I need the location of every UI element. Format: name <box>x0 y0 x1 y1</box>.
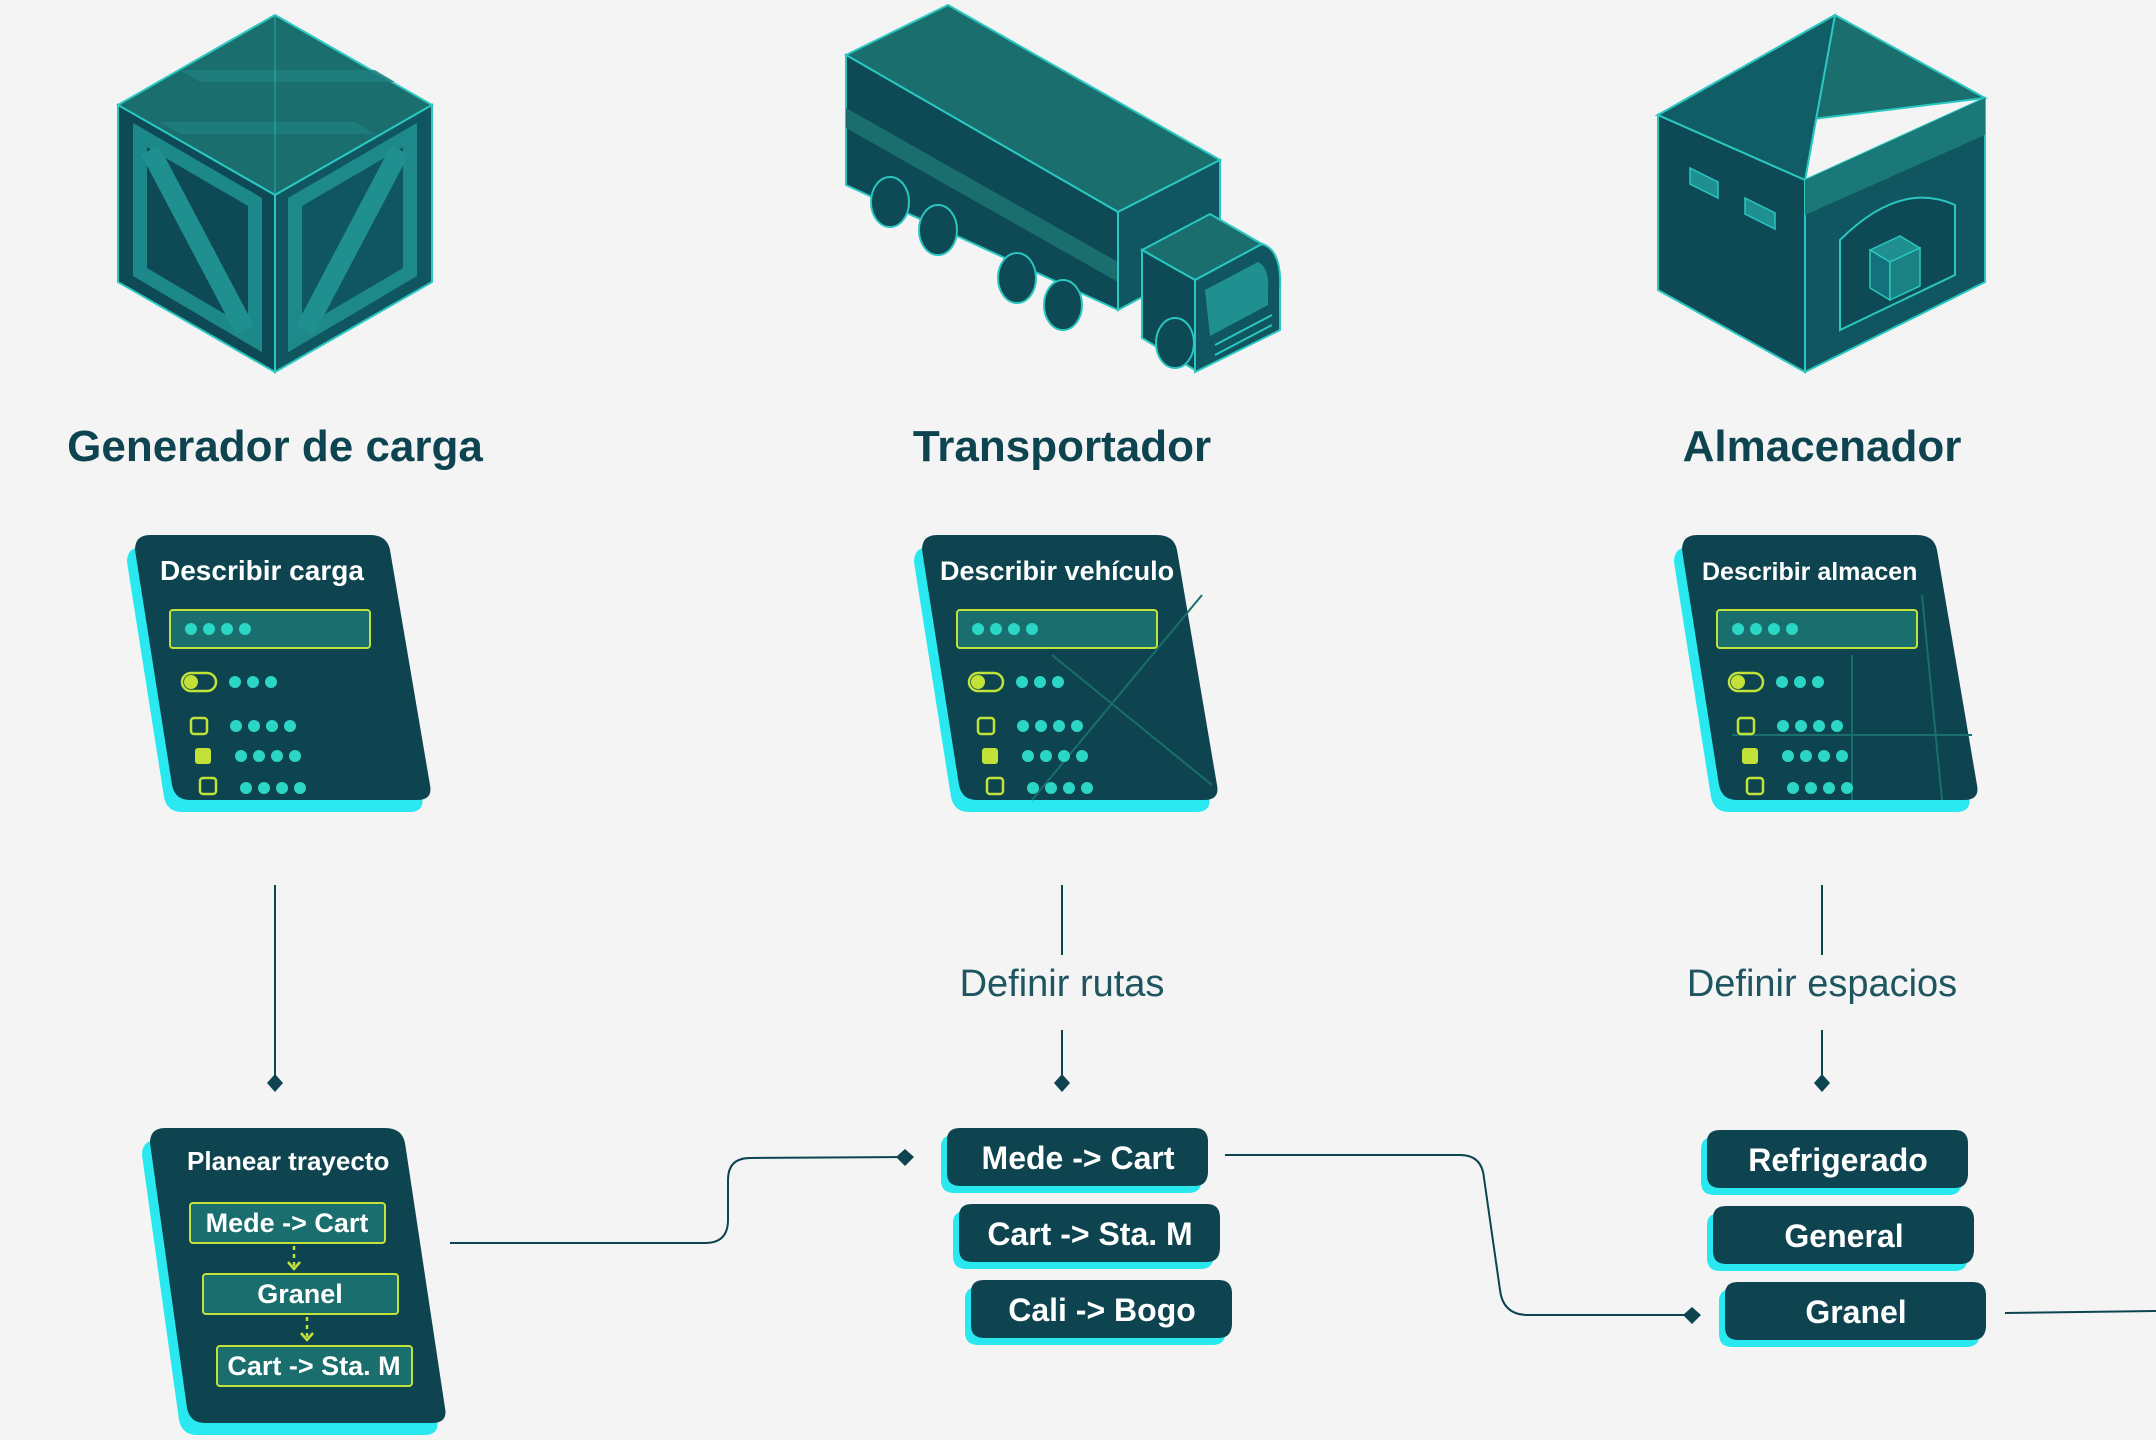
form-title: Describir almacen <box>1702 558 1917 586</box>
column-title-transportador: Transportador <box>912 422 1212 471</box>
route-pill[interactable]: Cali -> Bogo <box>965 1280 1232 1345</box>
step-label-espacios: Definir espacios <box>1676 963 1968 1006</box>
space-pill[interactable]: General <box>1707 1206 1974 1271</box>
svg-text:Cart -> Sta. M: Cart -> Sta. M <box>987 1216 1192 1252</box>
connector-plan-to-routes <box>450 1149 914 1244</box>
plan-step-1: Mede -> Cart <box>189 1202 386 1244</box>
step-label-rutas: Definir rutas <box>949 963 1175 1006</box>
column-title-almacenador: Almacenador <box>1682 422 1962 471</box>
truck-icon <box>843 3 1282 374</box>
space-pill[interactable]: Refrigerado <box>1701 1130 1968 1195</box>
connector-generador <box>267 885 283 1092</box>
form-card-transportador[interactable]: Describir vehículo <box>914 535 1218 812</box>
step-arrow-icon <box>300 1317 314 1342</box>
plan-card[interactable]: Planear trayecto Mede -> Cart Granel Car… <box>142 1128 446 1435</box>
plan-card-title: Planear trayecto <box>187 1146 389 1176</box>
route-pill[interactable]: Mede -> Cart <box>941 1128 1208 1193</box>
warehouse-icon <box>1654 13 1989 374</box>
crate-icon <box>115 13 435 374</box>
form-card-generador[interactable]: Describir carga <box>127 535 431 812</box>
connector-almacenador <box>1814 885 1830 1092</box>
space-pill[interactable]: Granel <box>1719 1282 1986 1347</box>
plan-step-2: Granel <box>202 1273 399 1315</box>
svg-text:General: General <box>1784 1218 1903 1254</box>
svg-text:Cali -> Bogo: Cali -> Bogo <box>1008 1292 1196 1328</box>
route-pill[interactable]: Cart -> Sta. M <box>953 1204 1220 1269</box>
svg-text:Cart -> Sta. M: Cart -> Sta. M <box>227 1351 400 1381</box>
connector-routes-to-spaces <box>1225 1154 1701 1324</box>
svg-text:Mede -> Cart: Mede -> Cart <box>982 1140 1175 1176</box>
plan-step-3: Cart -> Sta. M <box>216 1345 413 1387</box>
svg-text:Granel: Granel <box>257 1279 343 1309</box>
svg-text:Mede -> Cart: Mede -> Cart <box>206 1208 369 1238</box>
form-title: Describir carga <box>160 555 364 586</box>
column-title-generador: Generador de carga <box>67 422 483 471</box>
svg-text:Granel: Granel <box>1805 1294 1906 1330</box>
step-arrow-icon <box>287 1246 301 1271</box>
form-title: Describir vehículo <box>940 556 1174 586</box>
svg-text:Refrigerado: Refrigerado <box>1748 1142 1928 1178</box>
connector-transportador <box>1054 885 1070 1092</box>
form-card-almacenador[interactable]: Describir almacen <box>1674 535 1978 812</box>
connector-spaces-out <box>2004 1310 2156 1314</box>
